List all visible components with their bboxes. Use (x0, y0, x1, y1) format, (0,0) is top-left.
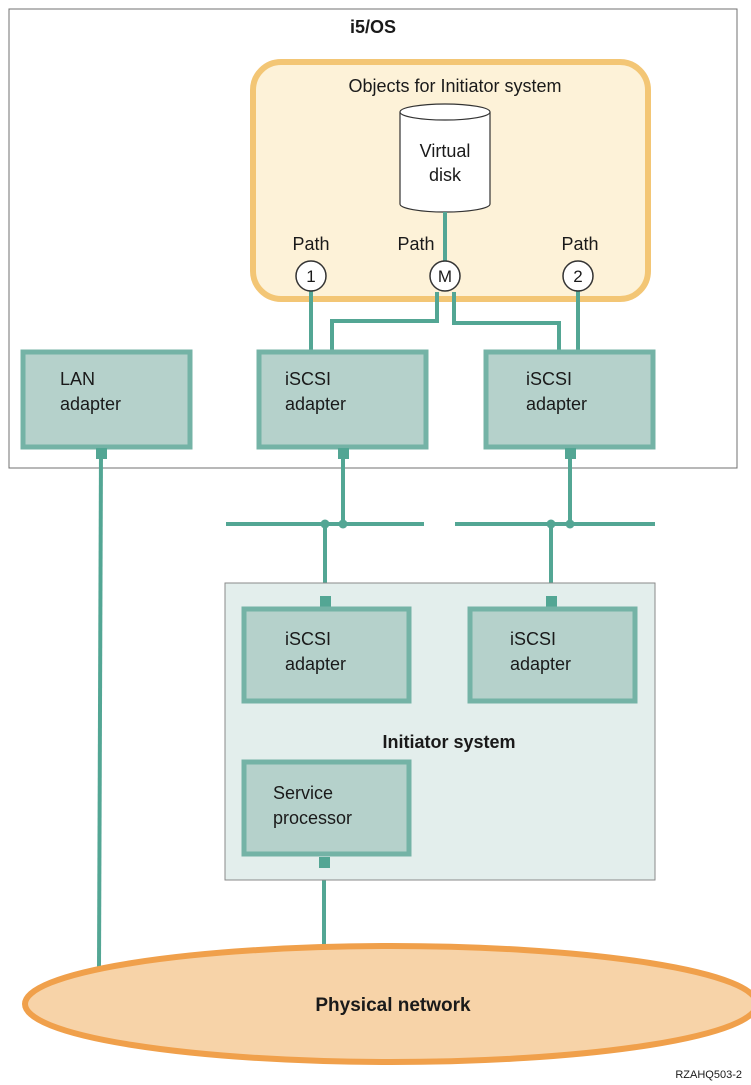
initiator-iscsi-adapter-2: iSCSI adapter (467, 606, 638, 704)
svg-text:adapter: adapter (526, 394, 587, 414)
svg-text:adapter: adapter (510, 654, 571, 674)
initiator-system-label: Initiator system (382, 732, 515, 752)
svg-text:Service: Service (273, 783, 333, 803)
path-1-label: Path (292, 234, 329, 254)
figure-id: RZAHQ503-2 (675, 1069, 742, 1081)
i5os-title: i5/OS (350, 17, 396, 37)
host-iscsi-adapter-2: iSCSI adapter (483, 349, 656, 450)
svg-text:iSCSI: iSCSI (510, 629, 556, 649)
svg-text:iSCSI: iSCSI (285, 629, 331, 649)
initiator-iscsi-adapter-1: iSCSI adapter (241, 606, 412, 704)
service-processor: Service processor (241, 759, 412, 857)
virtual-disk-label-line2: disk (429, 165, 462, 185)
path-2-label: Path (561, 234, 598, 254)
svg-text:2: 2 (573, 267, 582, 286)
svg-text:M: M (438, 267, 452, 286)
svg-text:adapter: adapter (285, 394, 346, 414)
virtual-disk-label-line1: Virtual (420, 141, 471, 161)
svg-text:iSCSI: iSCSI (285, 369, 331, 389)
virtual-disk-icon (399, 103, 491, 213)
bus-junctions (320, 519, 575, 529)
path-1-marker: 1 (295, 260, 327, 292)
lan-adapter: LAN adapter (20, 349, 193, 450)
svg-text:processor: processor (273, 808, 352, 828)
initiator-adapter-connectors (319, 596, 557, 868)
svg-text:LAN: LAN (60, 369, 95, 389)
objects-group-label: Objects for Initiator system (348, 76, 561, 96)
path-m-label: Path (397, 234, 434, 254)
path-m-marker: M (429, 260, 461, 292)
svg-text:iSCSI: iSCSI (526, 369, 572, 389)
svg-text:adapter: adapter (285, 654, 346, 674)
physical-network-label: Physical network (315, 995, 471, 1016)
host-adapter-connectors (96, 448, 576, 459)
path-2-marker: 2 (562, 260, 594, 292)
host-iscsi-adapter-1: iSCSI adapter (256, 349, 429, 450)
svg-text:1: 1 (306, 267, 315, 286)
svg-text:adapter: adapter (60, 394, 121, 414)
physical-network (22, 943, 751, 1065)
